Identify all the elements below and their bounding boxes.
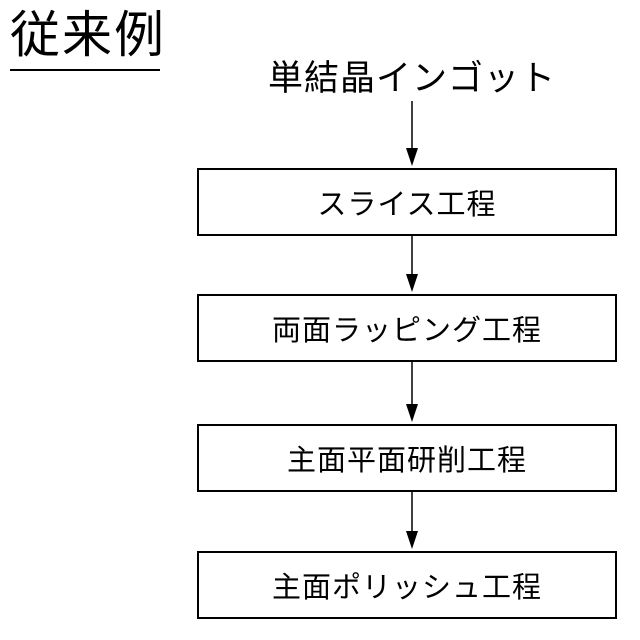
step-label-surface-grinding: 主面平面研削工程 [287, 437, 527, 479]
step-label-slice: スライス工程 [317, 181, 496, 223]
step-box-surface-grinding: 主面平面研削工程 [197, 424, 617, 492]
step-box-slice: スライス工程 [197, 168, 617, 236]
arrow-step2-to-step3 [406, 362, 418, 422]
step-box-surface-polishing: 主面ポリッシュ工程 [197, 551, 617, 619]
step-label-surface-polishing: 主面ポリッシュ工程 [272, 564, 542, 606]
arrow-start-to-step1 [406, 101, 418, 166]
arrow-step1-to-step2 [406, 236, 418, 292]
step-box-double-side-lapping: 両面ラッピング工程 [197, 294, 617, 362]
arrow-step3-to-step4 [406, 492, 418, 549]
step-label-double-side-lapping: 両面ラッピング工程 [272, 307, 542, 349]
